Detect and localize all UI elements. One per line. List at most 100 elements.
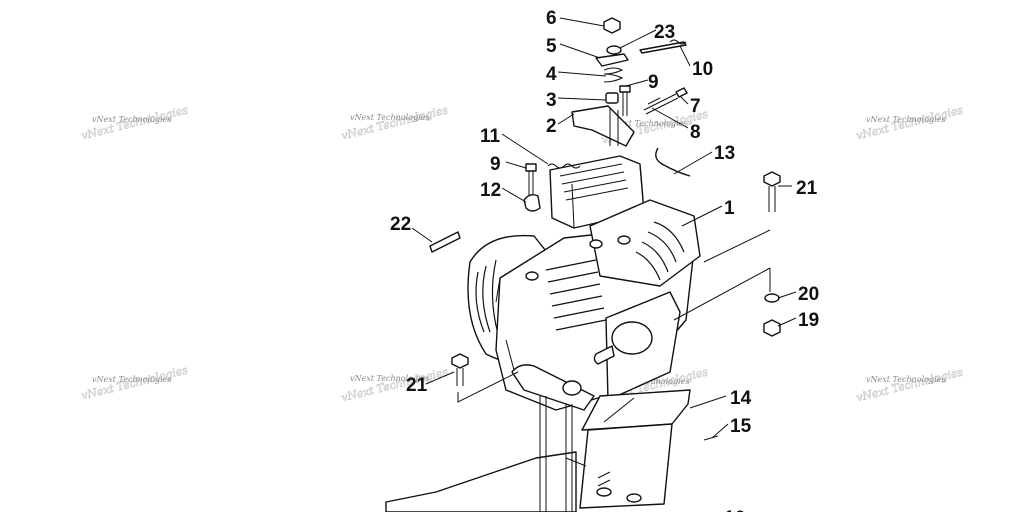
leader-8 [651,107,689,129]
leader-14 [689,395,727,409]
frame-side-plate [579,423,673,509]
callout-4: 4 [546,64,557,85]
watermark-8: vNext Technologies vNext Technologies [855,365,965,405]
head-bolt [617,235,631,245]
callout-6: 6 [546,8,557,29]
callout-13: 13 [714,143,735,164]
watermark-1: vNext Technologies vNext Technologies [80,103,190,143]
hardware-leaders [673,229,771,321]
leader-21b [425,371,455,385]
watermark-text: vNext Technologies [866,115,945,124]
leader-1 [681,205,723,227]
rod-part [639,41,687,54]
watermark-5: vNext Technologies vNext Technologies [80,363,190,403]
callout-7: 7 [690,96,701,117]
screw-shank [643,93,679,115]
frame-base-rail [385,451,577,512]
callout-12: 12 [480,180,501,201]
crankshaft-end [593,345,615,365]
leader-lines [411,17,797,439]
cylinder-fins [545,259,607,331]
mounting-frame [385,389,719,512]
watermark-text: vNext Technologies [350,374,429,383]
breather-hose-part [655,147,691,177]
bolt-21b-leader [457,371,519,403]
leader-4 [557,71,607,77]
screw-head-part [675,87,688,98]
watermark-ghost: vNext Technologies [340,365,450,404]
crank-seal [611,321,653,355]
leader-11 [501,133,549,165]
bolt-head-part [619,85,631,93]
engine-block [467,199,701,411]
watermark-ghost: vNext Technologies [340,103,450,142]
leader-2 [557,113,575,125]
leader-12 [501,187,527,203]
leader-9a [625,79,649,87]
bolt-21-shank [768,186,776,212]
frame-hole [596,487,612,497]
cover-ribs [559,163,629,201]
engine-edge [495,277,515,371]
callout-21-right: 21 [796,178,818,199]
head-bolt [589,239,603,249]
lower-bolt-21 [451,353,519,403]
pin-15-part [703,435,719,441]
watermark-text: vNext Technologies [92,375,171,384]
head-bolt [525,271,539,281]
governor-linkage-stack [571,17,688,147]
watermark-text: vNext Technologies [608,119,687,128]
callout-14: 14 [730,388,752,409]
frame-hole [626,493,642,503]
callout-labels: 6 23 5 10 4 9 3 7 2 8 11 13 9 21 12 1 22… [390,8,819,512]
shroud-fins [475,259,499,335]
watermark-4: vNext Technologies vNext Technologies [855,103,965,143]
gasket-22-part [429,231,461,253]
leader-20 [777,291,797,299]
rod-spring [669,39,687,45]
callout-21-left: 21 [406,375,428,396]
callout-20: 20 [798,284,819,305]
callout-1: 1 [724,198,735,219]
leader-10 [679,45,691,67]
nut-19-part [763,319,781,337]
oil-sump-base [511,364,595,411]
watermark-text: vNext Technologies [350,113,429,122]
bracket-part [595,53,629,67]
washer-20-part [764,293,780,303]
leader-13 [673,151,713,175]
frame-top-plate [581,389,691,431]
frame-stud [539,396,547,512]
callout-9-left: 9 [490,154,501,175]
callout-11: 11 [480,126,501,147]
bolt-21b-head [451,353,469,369]
leader-23 [619,29,657,49]
leader-6 [559,17,605,27]
watermark-text: vNext Technologies [866,375,945,384]
callout-9-top: 9 [648,72,659,93]
callout-8: 8 [690,122,701,143]
bolt-21b-shank [456,368,464,386]
leader-7 [679,95,689,105]
frame-slot [597,471,611,487]
oil-fill-cap [562,380,582,396]
leader-5 [559,43,601,59]
leader-19 [777,317,797,327]
bolt-9-shank [528,171,534,195]
bolt-9-head [525,163,537,172]
callout-10: 10 [692,59,713,80]
pin-part [647,97,661,105]
callout-22: 22 [390,214,411,235]
right-hardware [673,171,781,337]
frame-leaders [565,397,635,467]
washer-part [606,45,622,55]
spring-11-part [547,163,581,169]
air-cleaner-assembly [523,147,691,229]
watermark-ghost: vNext Technologies [855,365,965,404]
watermark-6: vNext Technologies vNext Technologies [340,365,450,405]
spring-part [603,67,624,83]
nut-part [603,17,621,34]
watermark-2: vNext Technologies vNext Technologies [340,103,450,143]
leader-15 [711,423,729,439]
